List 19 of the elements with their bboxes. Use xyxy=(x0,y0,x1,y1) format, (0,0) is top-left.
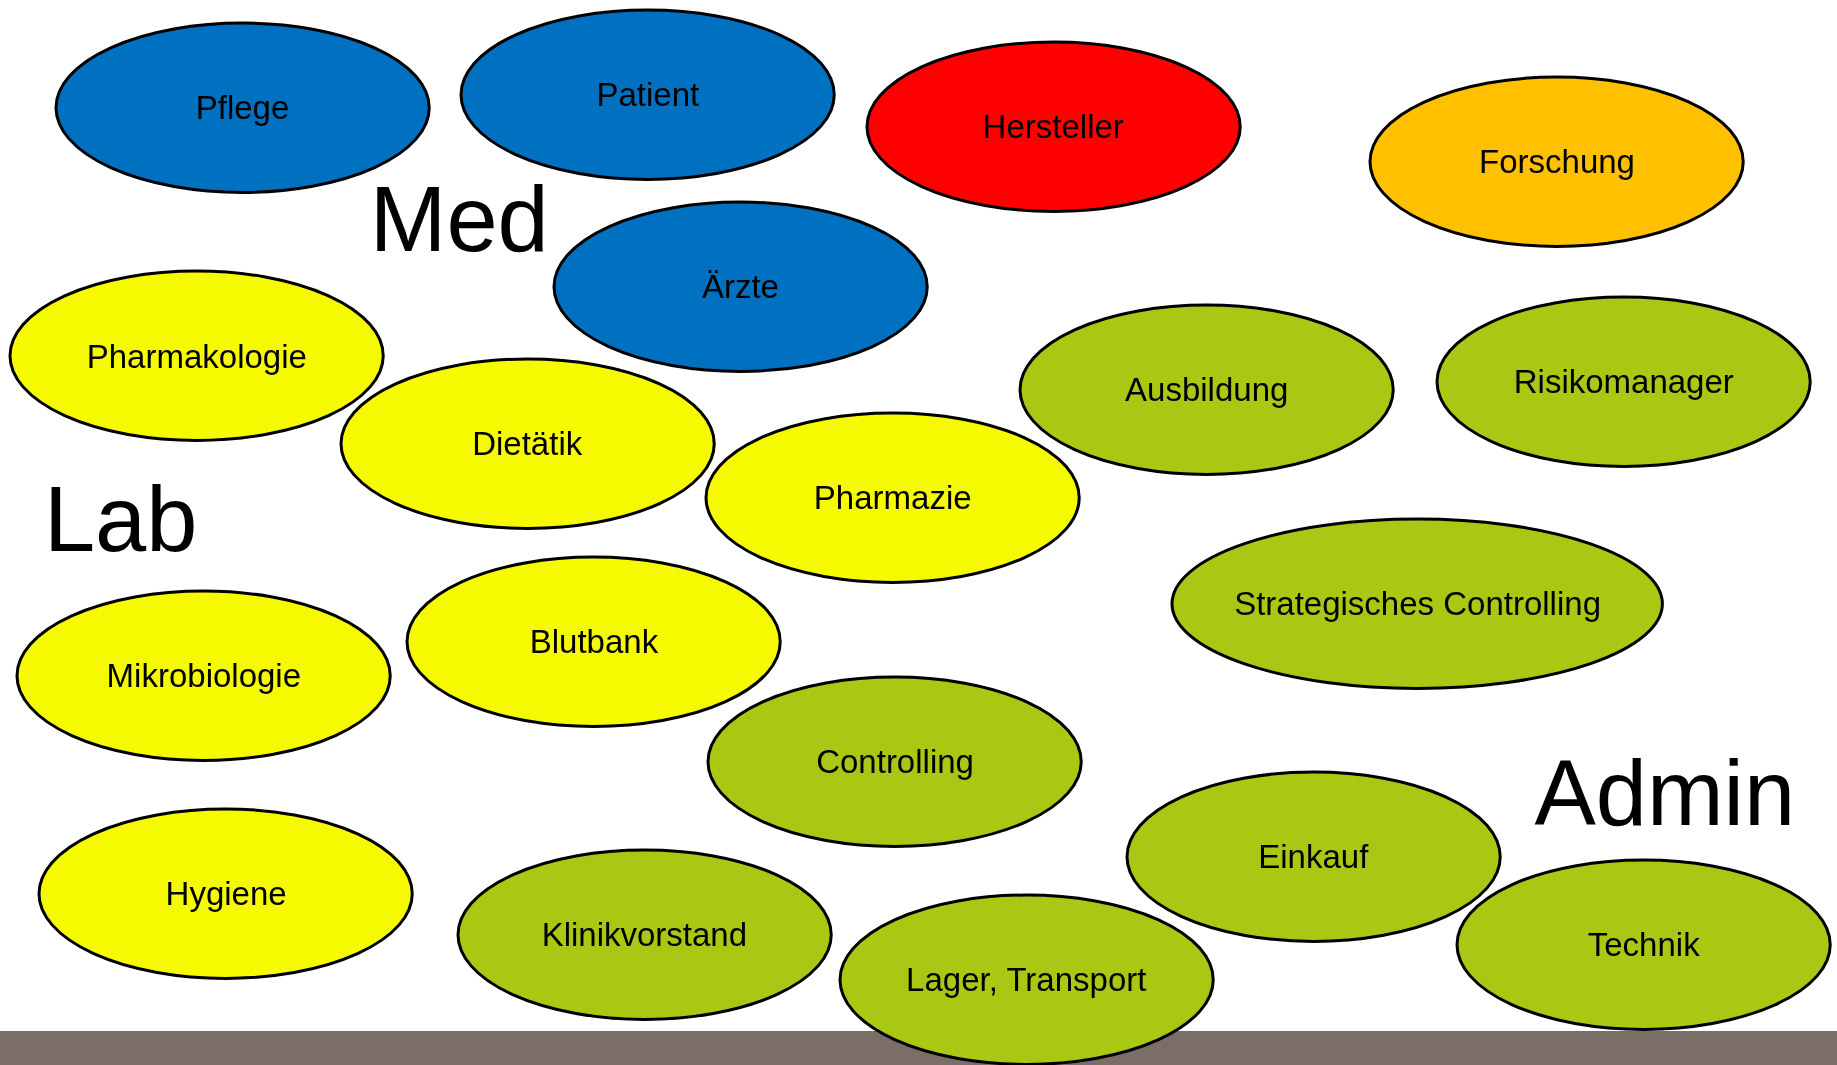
ellipse-node: Blutbank xyxy=(405,555,783,729)
ellipse-node: Technik xyxy=(1455,857,1833,1031)
ellipse-node: Controlling xyxy=(706,674,1084,849)
ellipse-node: Hersteller xyxy=(864,39,1242,214)
group-label: Admin xyxy=(1534,747,1796,840)
ellipse-node: Hygiene xyxy=(37,807,415,981)
ellipse-node: Dietätik xyxy=(338,357,716,531)
ellipse-node: Ärzte xyxy=(551,200,930,374)
group-label: Lab xyxy=(43,473,198,565)
ellipse-node: Patient xyxy=(459,8,837,182)
ellipse-node: Ausbildung xyxy=(1018,303,1396,477)
ellipse-node: Forschung xyxy=(1368,74,1746,249)
ellipse-node: Pharmazie xyxy=(704,411,1082,585)
ellipse-node: Klinikvorstand xyxy=(455,848,833,1022)
ellipse-node: Einkauf xyxy=(1124,769,1502,944)
ellipse-node: Mikrobiologie xyxy=(15,589,393,763)
ellipse-node: Risikomanager xyxy=(1435,295,1813,469)
ellipse-node: Strategisches Controlling xyxy=(1170,516,1665,691)
ellipse-node: Pharmakologie xyxy=(8,269,386,443)
